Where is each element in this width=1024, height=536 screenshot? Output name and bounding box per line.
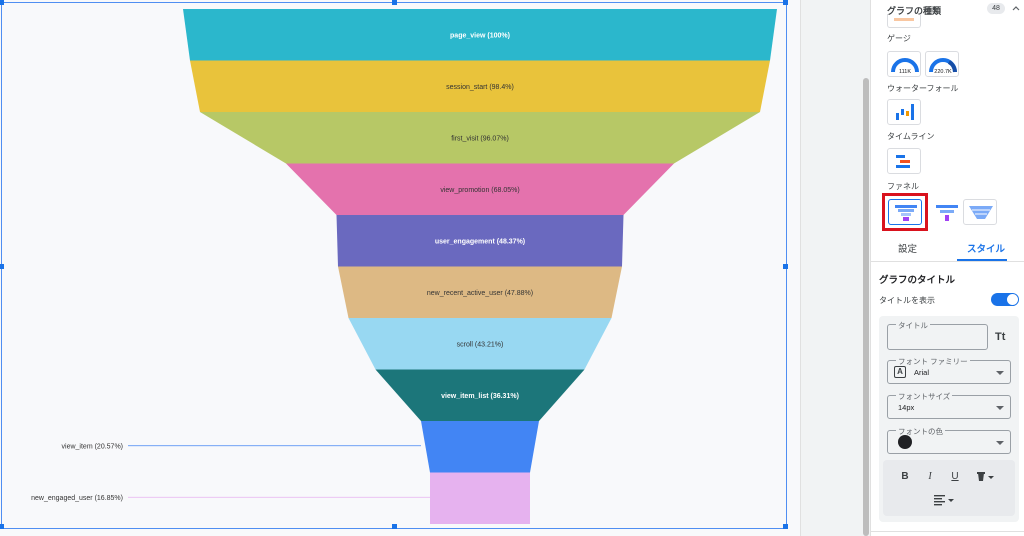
gauge-value-1: 111K <box>899 69 911 75</box>
funnel-segment[interactable] <box>338 266 622 319</box>
text-format-toolbar: B I U <box>883 460 1015 516</box>
funnel-segment[interactable] <box>200 112 760 164</box>
funnel-bar-icon <box>936 205 958 221</box>
toggle-knob <box>1007 294 1018 305</box>
funnel-segment-label: user_engagement (48.37%) <box>435 238 525 245</box>
font-family-value: Arial <box>914 368 930 377</box>
panel-bottom-divider <box>871 531 1024 532</box>
tab-style-underline <box>957 259 1007 261</box>
font-color-label: フォントの色 <box>896 426 945 437</box>
funnel-segment-label: view_promotion (68.05%) <box>440 187 519 194</box>
funnel-inverted-icon <box>969 206 993 219</box>
resize-handle-top[interactable] <box>392 0 397 5</box>
show-title-toggle[interactable] <box>991 293 1019 306</box>
title-input[interactable]: タイトル <box>887 320 988 350</box>
funnel-segment[interactable] <box>375 369 585 422</box>
chevron-down-icon <box>996 371 1004 375</box>
tab-setup[interactable]: 設定 <box>898 244 918 255</box>
fill-color-icon[interactable] <box>975 471 997 483</box>
chevron-down-icon <box>996 406 1004 410</box>
panel-scrollbar-thumb[interactable] <box>863 78 869 536</box>
font-size-select[interactable]: フォントサイズ 14px <box>887 391 1011 419</box>
chart-thumb-partial[interactable] <box>887 14 921 28</box>
funnel-segment-label: page_view (100%) <box>450 32 510 39</box>
chevron-up-icon[interactable] <box>1011 3 1021 13</box>
chart-selection-frame[interactable] <box>0 0 788 529</box>
funnel-chart-button-selected[interactable] <box>888 199 922 225</box>
funnel-segment[interactable] <box>190 60 770 113</box>
report-canvas: page_view (100%) session_start (98.4%) fir… <box>0 0 800 536</box>
timeline-label: タイムライン <box>887 132 935 141</box>
resize-handle-left[interactable] <box>0 264 4 269</box>
gauge-icon: 111K <box>891 58 919 75</box>
chevron-down-icon <box>996 441 1004 445</box>
funnel-segment-label: view_item_list (36.31%) <box>441 393 519 400</box>
tabs-divider <box>871 261 1024 262</box>
funnel-segment[interactable] <box>183 9 777 61</box>
font-color-select[interactable]: フォントの色 <box>887 426 1011 454</box>
show-title-label: タイトルを表示 <box>879 296 935 305</box>
funnel-segment-label: new_recent_active_user (47.88%) <box>427 290 533 297</box>
selected-highlight-box <box>882 193 928 231</box>
timeline-chart-button[interactable] <box>887 148 921 174</box>
gauge-value-2: 220.7K <box>934 69 952 75</box>
resize-handle-top-right[interactable] <box>783 0 788 5</box>
funnel-side-label: new_engaged_user (16.85%) <box>31 495 123 502</box>
font-size-value: 14px <box>898 403 915 412</box>
gauge-label: ゲージ <box>887 34 911 43</box>
funnel-chart[interactable]: page_view (100%) session_start (98.4%) fir… <box>0 0 800 536</box>
resize-handle-bottom-left[interactable] <box>0 524 4 529</box>
gauge-chart-button-2[interactable]: 220.7K <box>925 51 959 77</box>
funnel-icon <box>895 205 917 221</box>
title-input-label: タイトル <box>896 320 930 331</box>
funnel-segment-label: first_visit (96.07%) <box>451 135 509 142</box>
funnel-segment[interactable] <box>336 215 624 267</box>
funnel-chart-button-2[interactable] <box>929 199 963 225</box>
waterfall-label: ウォーターフォール <box>887 84 959 93</box>
properties-panel: グラフの種類 48 ゲージ 111K 220.7K ウォーターフォール タイムラ… <box>870 0 1024 536</box>
tab-style[interactable]: スタイル <box>967 244 1006 255</box>
canvas-gutter <box>800 0 865 536</box>
font-family-select[interactable]: フォント ファミリー A Arial <box>887 356 1011 384</box>
chart-type-count-badge: 48 <box>987 3 1005 14</box>
font-color-swatch <box>898 435 912 449</box>
timeline-icon <box>896 155 910 168</box>
funnel-segment-label: session_start (98.4%) <box>446 84 514 91</box>
font-family-label: フォント ファミリー <box>896 356 970 367</box>
gauge-chart-button[interactable]: 111K <box>887 51 921 77</box>
funnel-side-label: view_item (20.57%) <box>62 443 123 450</box>
gauge-range-icon: 220.7K <box>929 58 957 75</box>
chart-title-heading: グラフのタイトル <box>879 275 956 286</box>
funnel-segment[interactable] <box>430 472 530 525</box>
waterfall-chart-button[interactable] <box>887 99 921 125</box>
font-family-icon: A <box>894 366 906 378</box>
chart-type-heading: グラフの種類 <box>887 6 942 16</box>
italic-button[interactable]: I <box>928 471 932 482</box>
resize-handle-bottom-right[interactable] <box>783 524 788 529</box>
funnel-segment[interactable] <box>286 163 674 216</box>
waterfall-icon <box>896 104 914 120</box>
funnel-segment[interactable] <box>348 318 612 370</box>
align-icon[interactable] <box>933 494 957 506</box>
text-style-icon[interactable]: Tt <box>995 331 1006 343</box>
resize-handle-top-left[interactable] <box>0 0 4 5</box>
font-size-label: フォントサイズ <box>896 391 953 402</box>
funnel-segment-label: scroll (43.21%) <box>457 341 504 348</box>
funnel-chart-button-3[interactable] <box>963 199 997 225</box>
funnel-label: ファネル <box>887 182 919 191</box>
resize-handle-bottom[interactable] <box>392 524 397 529</box>
funnel-segment[interactable] <box>421 421 539 473</box>
resize-handle-right[interactable] <box>783 264 788 269</box>
underline-button[interactable]: U <box>951 471 959 482</box>
bold-button[interactable]: B <box>901 471 909 482</box>
